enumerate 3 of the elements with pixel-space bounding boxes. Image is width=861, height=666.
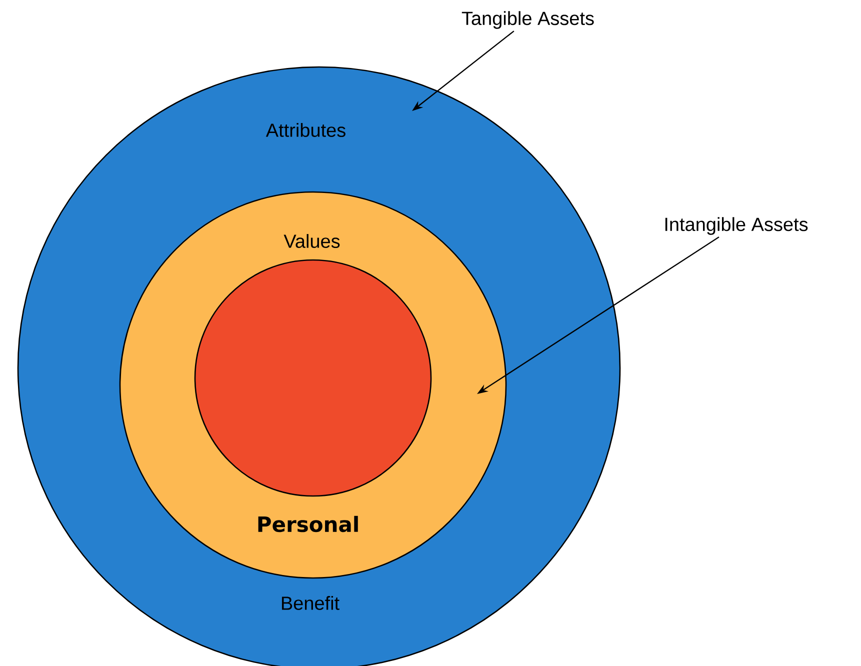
callout-text: Intangible Assets bbox=[665, 217, 808, 235]
inner-circle bbox=[194, 259, 432, 497]
callout-text: Tangible Assets bbox=[462, 11, 594, 29]
